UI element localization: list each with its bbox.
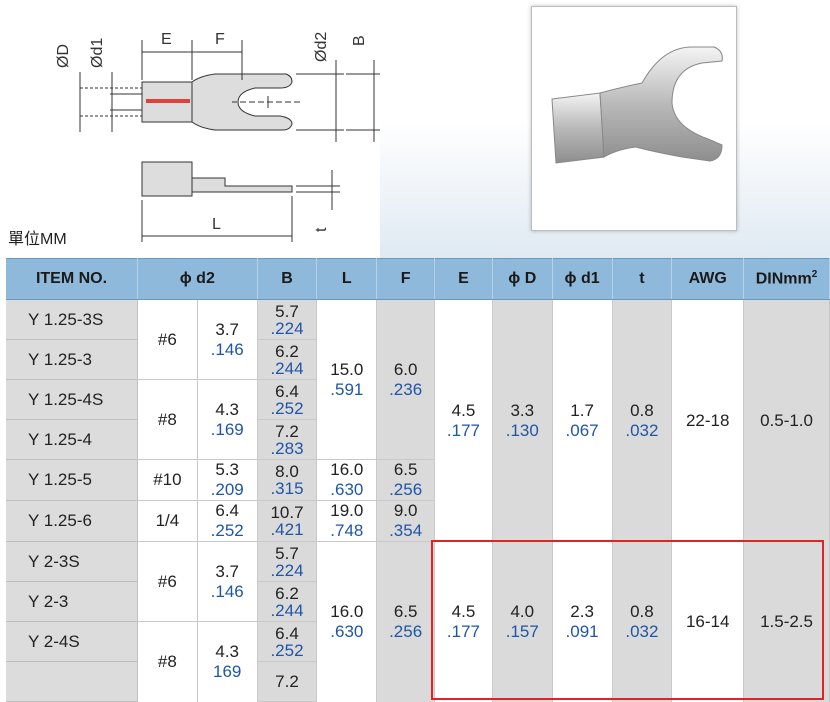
d2-cell: 6.4.252 (197, 500, 258, 542)
header-item: ITEM NO. (6, 258, 138, 300)
d2-cell: 3.7.146 (197, 299, 258, 380)
b-cell: 10.7.421 (257, 500, 318, 542)
header-E: E (434, 258, 493, 300)
b-cell: 5.7.224 (257, 299, 318, 340)
highlight-box (431, 540, 824, 700)
f-cell: 6.0.236 (376, 299, 436, 460)
dim-B-label: B (351, 35, 368, 46)
D-cell: 3.3.130 (492, 299, 553, 542)
dim-d2-label: Ød2 (313, 32, 330, 62)
table-row: Y 1.25-3S #6 3.7.146 5.7.224 15.0.591 6.… (6, 299, 830, 542)
dimension-drawing: ØD Ød1 E F Ød2 B L t (55, 31, 380, 242)
header-D: ϕ D (492, 258, 553, 300)
product-photo (531, 6, 737, 231)
item-cell: Y 1.25-3 (6, 339, 138, 380)
header-d2: ϕ d2 (137, 258, 258, 300)
b-cell: 5.7.224 (257, 541, 318, 582)
l-cell: 19.0.748 (316, 500, 378, 542)
item-cell: Y 1.25-5 (6, 459, 138, 501)
d1-cell: 1.7.067 (552, 299, 613, 542)
table-row: Y 1.25-4S #8 4.3.169 6.4.252 (6, 379, 830, 460)
dim-L-label: L (212, 216, 221, 233)
header-B: B (257, 258, 318, 300)
header-din: DINmm2 (743, 258, 830, 300)
e-cell: 4.5.177 (434, 299, 493, 542)
f-cell: 9.0.354 (376, 500, 436, 542)
table-row: Y 1.25-3 6.2.244 (6, 339, 830, 380)
d2-cell: 3.7.146 (197, 541, 258, 622)
table-row: Y 1.25-5 #10 5.3.209 8.0.315 16.0.630 6.… (6, 459, 830, 501)
screw-cell: 1/4 (137, 500, 198, 542)
D-cell: 4.0.157 (492, 541, 553, 702)
screw-cell: #6 (137, 541, 198, 622)
d2-cell: 4.3.169 (197, 379, 258, 460)
dim-D-label: ØD (55, 44, 72, 68)
header-d1: ϕ d1 (552, 258, 613, 300)
item-cell: Y 2-3S (6, 541, 138, 582)
b-cell: 6.2.244 (257, 339, 318, 380)
b-cell: 7.2 (257, 661, 318, 702)
l-cell: 16.0.630 (316, 541, 378, 702)
unit-label: 單位MM (8, 231, 67, 248)
table-row: Y 1.25-4 7.2.283 (6, 419, 830, 460)
d2-cell: 5.3.209 (197, 459, 258, 501)
item-cell (6, 661, 138, 702)
b-cell: 7.2.283 (257, 419, 318, 460)
screw-cell: #8 (137, 379, 198, 460)
dim-E-label: E (161, 31, 172, 48)
f-cell: 6.5.256 (376, 541, 436, 702)
t-cell: 0.8.032 (612, 299, 673, 542)
item-cell: Y 2-3 (6, 581, 138, 622)
screw-cell: #8 (137, 621, 198, 702)
spec-table: ITEM NO. ϕ d2 B L F E ϕ D ϕ d1 t AWG DIN… (6, 258, 830, 702)
item-cell: Y 2-4S (6, 621, 138, 662)
spade-terminal-image (551, 46, 723, 164)
din-cell: 0.5-1.0 (743, 299, 830, 542)
dim-d1-label: Ød1 (89, 38, 106, 68)
f-cell: 6.5.256 (376, 459, 436, 501)
item-cell: Y 1.25-4S (6, 379, 138, 420)
header-awg: AWG (671, 258, 745, 300)
b-cell: 8.0.315 (257, 459, 318, 501)
awg-cell: 16-14 (671, 541, 745, 702)
awg-cell: 22-18 (671, 299, 745, 542)
table-header-row: ITEM NO. ϕ d2 B L F E ϕ D ϕ d1 t AWG DIN… (6, 258, 830, 300)
item-cell: Y 1.25-3S (6, 299, 138, 340)
dim-F-label: F (215, 31, 225, 48)
b-cell: 6.2.244 (257, 581, 318, 622)
din-cell: 1.5-2.5 (743, 541, 830, 702)
item-cell: Y 1.25-4 (6, 419, 138, 460)
l-cell: 16.0.630 (316, 459, 378, 501)
b-cell: 6.4.252 (257, 379, 318, 420)
header-t: t (612, 258, 673, 300)
screw-cell: #6 (137, 299, 198, 380)
table-row: Y 2-3 6.2.244 (6, 581, 830, 622)
table-row: Y 1.25-6 1/4 6.4.252 10.7.421 19.0.748 9… (6, 500, 830, 542)
d1-cell: 2.3.091 (552, 541, 613, 702)
b-cell: 6.4.252 (257, 621, 318, 662)
header-F: F (376, 258, 436, 300)
e-cell: 4.5.177 (434, 541, 493, 702)
screw-cell: #10 (137, 459, 198, 501)
dim-t-label: t (313, 227, 330, 232)
t-cell: 0.8.032 (612, 541, 673, 702)
item-cell: Y 1.25-6 (6, 500, 138, 542)
l-cell: 15.0.591 (316, 299, 378, 460)
header-L: L (316, 258, 378, 300)
table-row: Y 2-3S #6 3.7.146 5.7.224 16.0.630 6.5.2… (6, 541, 830, 702)
